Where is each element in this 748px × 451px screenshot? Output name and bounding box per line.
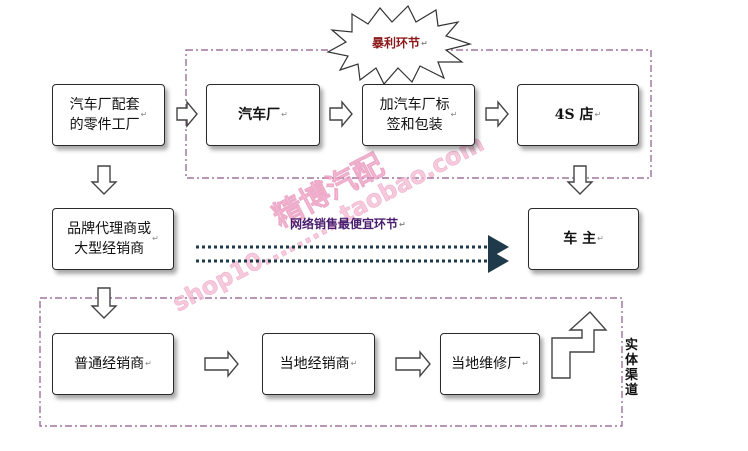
node-4s-shop: 4S 店↵ — [517, 84, 639, 146]
node-label: 当地维修厂 — [451, 356, 522, 372]
physical-channel-label: 实体渠道 — [625, 338, 639, 398]
node-ordinary-dealer: 普通经销商↵ — [52, 333, 174, 395]
node-local-dealer: 当地经销商↵ — [262, 333, 375, 395]
hollow-arrow-right — [329, 100, 353, 128]
online-cheapest-text: 网络销售最便宜环节 — [290, 217, 399, 231]
physical-channel-frame — [39, 297, 623, 427]
hollow-arrow-right — [204, 350, 239, 378]
starburst-shape — [326, 4, 473, 86]
node-label-packaging: 加汽车厂标 签和包装↵ — [362, 84, 475, 146]
hollow-arrow-right — [485, 100, 509, 128]
paragraph-mark: ↵ — [522, 359, 529, 368]
paragraph-mark: ↵ — [594, 110, 602, 119]
node-label: 加汽车厂标 签和包装 — [379, 97, 450, 133]
paragraph-mark: ↵ — [145, 359, 152, 368]
paragraph-mark: ↵ — [140, 110, 148, 119]
profit-stage-text: 暴利环节 — [372, 36, 421, 50]
physical-channel-text: 实体渠道 — [625, 338, 639, 398]
paragraph-mark: ↵ — [450, 110, 458, 119]
paragraph-mark: ↵ — [399, 220, 406, 229]
profit-stage-label: 暴利环节↵ — [372, 34, 428, 51]
node-label: 普通经销商 — [74, 356, 145, 372]
online-cheapest-label: 网络销售最便宜环节↵ — [290, 215, 406, 232]
paragraph-mark: ↵ — [597, 234, 604, 243]
node-label: 汽车厂配套 的零件工厂 — [69, 97, 140, 133]
paragraph-mark: ↵ — [152, 234, 159, 243]
node-brand-dealer: 品牌代理商或 大型经销商↵ — [52, 208, 174, 270]
node-label: 当地经销商 — [279, 356, 350, 372]
paragraph-mark: ↵ — [281, 110, 288, 119]
node-car-owner: 车 主↵ — [528, 208, 639, 270]
hollow-arrow-right — [176, 100, 198, 128]
hollow-arrow-down — [566, 165, 594, 195]
bent-up-arrow — [551, 311, 608, 379]
paragraph-mark: ↵ — [350, 359, 358, 368]
paragraph-mark: ↵ — [421, 39, 428, 48]
node-parts-factory: 汽车厂配套 的零件工厂↵ — [52, 84, 165, 146]
hollow-arrow-down — [90, 165, 118, 195]
hollow-arrow-down — [90, 287, 118, 319]
node-car-factory: 汽车厂↵ — [206, 84, 320, 146]
node-label: 车 主 — [563, 231, 597, 247]
node-local-repair: 当地维修厂↵ — [440, 333, 540, 395]
node-label: 汽车厂 — [238, 107, 281, 123]
hollow-arrow-right — [395, 350, 431, 378]
node-label: 4S 店 — [554, 107, 594, 123]
node-label: 品牌代理商或 大型经销商 — [67, 221, 152, 257]
